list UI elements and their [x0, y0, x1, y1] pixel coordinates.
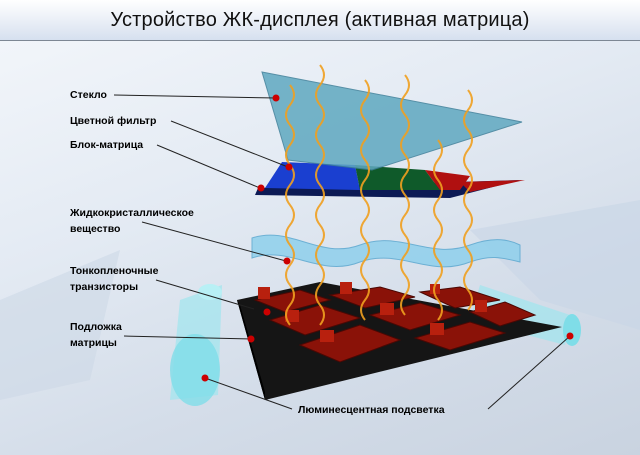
- block-matrix-marker: [257, 184, 265, 192]
- label-backlight: Люминесцентная подсветка: [298, 404, 445, 416]
- page-title: Устройство ЖК-дисплея (активная матрица): [110, 8, 530, 31]
- label-block-matrix: Блок-матрица: [70, 139, 144, 151]
- label-substrate: Подложка матрицы: [70, 319, 122, 351]
- substrate-marker: [247, 335, 255, 343]
- label-color-filter: Цветной фильтр: [70, 115, 157, 127]
- background-shape: [0, 250, 120, 400]
- label-liquid-crystal-line2: вещество: [70, 223, 121, 235]
- marker-dots: [201, 94, 574, 382]
- thin-film-transistors: [253, 286, 537, 363]
- backlight-end-right: [563, 314, 581, 346]
- label-tft-line2: транзисторы: [70, 281, 139, 293]
- backlight-marker-right: [566, 332, 574, 340]
- glass-layer: [261, 71, 523, 171]
- label-substrate-line1: Подложка: [70, 321, 122, 333]
- label-substrate-line2: матрицы: [70, 337, 117, 349]
- color-filter-green: [355, 165, 440, 190]
- glass-marker: [272, 94, 280, 102]
- header: Устройство ЖК-дисплея (активная матрица): [0, 0, 640, 41]
- label-tft: Тонкопленочные транзисторы: [70, 263, 159, 295]
- tft-marker: [263, 308, 271, 316]
- liquid-crystal-layer: [251, 234, 521, 268]
- backlight-marker-left: [201, 374, 209, 382]
- color-filter-red: [425, 170, 470, 190]
- label-tft-line1: Тонкопленочные: [70, 265, 159, 277]
- label-liquid-crystal: Жидкокристаллическое вещество: [70, 205, 194, 237]
- backlight-end-left: [170, 334, 220, 406]
- liquid-crystal-marker: [283, 257, 291, 265]
- leader-lines: [113, 94, 571, 410]
- liquid-crystal-helices: [285, 64, 473, 326]
- matrix-substrate-edge: [237, 300, 265, 400]
- label-glass: Стекло: [70, 89, 107, 101]
- background-shape: [470, 200, 640, 330]
- backlight-end-left-top: [198, 284, 222, 300]
- color-filter-red-edge: [460, 180, 525, 192]
- label-liquid-crystal-line1: Жидкокристаллическое: [70, 207, 194, 219]
- color-filter-marker: [285, 163, 293, 171]
